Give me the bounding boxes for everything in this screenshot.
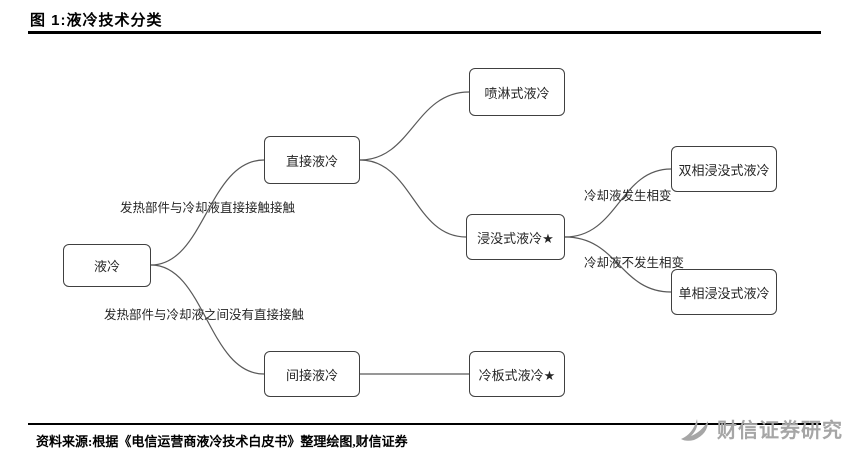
node-immersion-liquid-cooling: 浸没式液冷★ bbox=[466, 214, 565, 260]
edge-label-no-direct-contact: 发热部件与冷却液之间没有直接接触 bbox=[104, 308, 305, 322]
node-single-phase-immersion: 单相浸没式液冷 bbox=[671, 269, 777, 315]
edge-direct-spray bbox=[359, 91, 470, 161]
footer-divider bbox=[28, 423, 821, 425]
node-indirect-liquid-cooling: 间接液冷 bbox=[264, 351, 360, 397]
edge-direct-immersion bbox=[359, 159, 467, 238]
figure-title: 图 1:液冷技术分类 bbox=[30, 12, 163, 29]
node-liquid-cooling: 液冷 bbox=[63, 244, 151, 287]
source-note: 资料来源:根据《电信运营商液冷技术白皮书》整理绘图,财信证券 bbox=[36, 434, 408, 449]
header-divider bbox=[28, 31, 821, 34]
watermark: 财信证券研究 bbox=[678, 413, 843, 443]
node-cold-plate-liquid-cooling: 冷板式液冷★ bbox=[469, 351, 565, 397]
edge-label-direct-contact: 发热部件与冷却液直接接触接触 bbox=[120, 201, 296, 215]
node-two-phase-immersion: 双相浸没式液冷 bbox=[671, 146, 777, 192]
edge-root-direct bbox=[150, 159, 265, 266]
edge-immersion-twophase bbox=[564, 168, 672, 238]
watermark-text: 财信证券研究 bbox=[717, 419, 843, 442]
brand-logo-icon bbox=[681, 419, 708, 441]
node-direct-liquid-cooling: 直接液冷 bbox=[264, 136, 360, 184]
edge-label-no-phase-change: 冷却液不发生相变 bbox=[584, 256, 685, 270]
edge-label-phase-change: 冷却液发生相变 bbox=[584, 189, 672, 203]
edge-immersion-singlephase bbox=[564, 236, 672, 293]
node-spray-liquid-cooling: 喷淋式液冷 bbox=[469, 68, 565, 116]
edge-root-indirect bbox=[150, 264, 265, 375]
